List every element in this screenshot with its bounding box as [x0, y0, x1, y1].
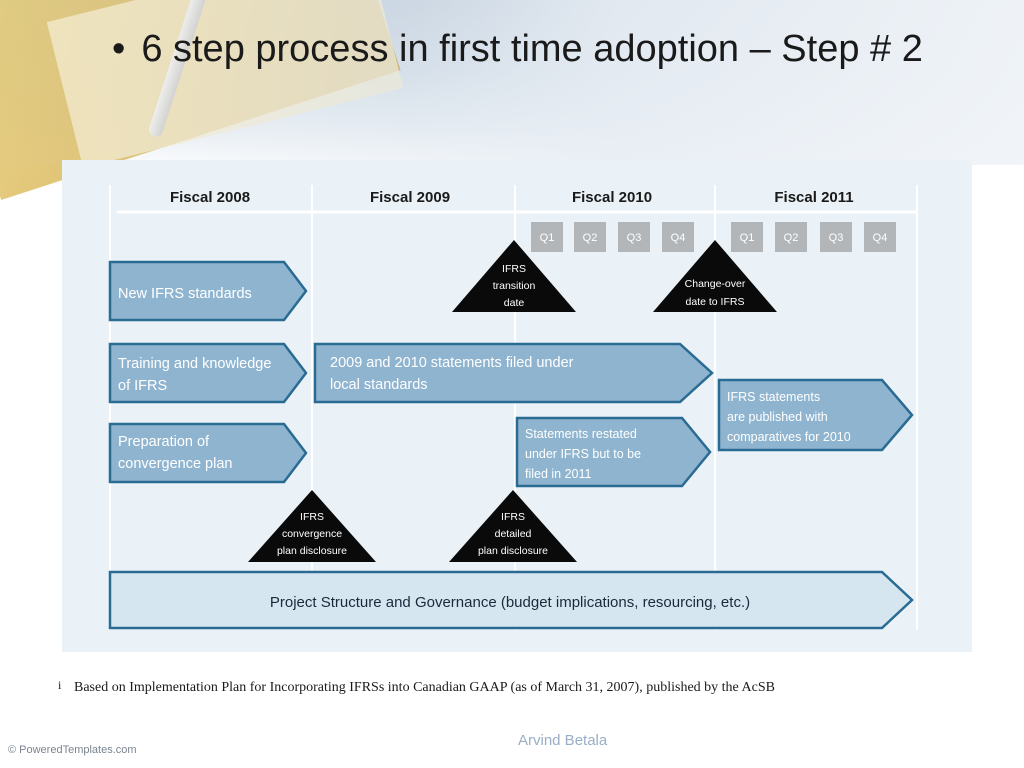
ifrs-convergence-plan-disclosure-milestone: [248, 490, 376, 562]
ifrs-detailed-plan-disclosure-milestone: [449, 490, 577, 562]
transition-line-2: transition: [493, 280, 536, 292]
fiscal-2009-label: Fiscal 2009: [370, 189, 450, 206]
restated-line-2: under IFRS but to be: [525, 447, 641, 461]
local-standards-text: 2009 and 2010 statements filed under loca…: [330, 355, 574, 393]
fiscal-2011-label: Fiscal 2011: [774, 189, 853, 206]
training-arrow: [108, 342, 308, 404]
preparation-line-2: convergence plan: [118, 456, 232, 472]
published-line-2: are published with: [727, 410, 828, 424]
new-ifrs-standards-text: New IFRS standards: [118, 286, 252, 302]
caption-text: Based on Implementation Plan for Incorpo…: [74, 680, 775, 695]
quarter-2010-q2: Q2: [583, 232, 598, 244]
caption-mark: i: [58, 678, 62, 692]
change-over-date-milestone: [653, 240, 777, 312]
convergence-milestone-text: IFRS convergence plan disclosure: [277, 511, 347, 557]
ifrs-timeline-figure: Fiscal 2008 Fiscal 2009 Fiscal 2010 Fisc…: [62, 160, 972, 652]
quarter-box-2010-q3: [618, 222, 650, 252]
powered-templates-brand: © PoweredTemplates.com: [8, 744, 137, 756]
preparation-line-1: Preparation of: [118, 434, 210, 450]
detailed-line-2: detailed: [495, 528, 532, 540]
quarter-2010-q1: Q1: [540, 232, 555, 244]
ifrs-timeline-diagram: Fiscal 2008 Fiscal 2009 Fiscal 2010 Fisc…: [108, 185, 918, 630]
detailed-line-3: plan disclosure: [478, 545, 548, 557]
changeover-milestone-text: Change-over date to IFRS: [685, 278, 746, 308]
slide-title: • 6 step process in first time adoption –…: [112, 28, 923, 71]
detailed-milestone-text: IFRS detailed plan disclosure: [478, 511, 548, 557]
detailed-line-1: IFRS: [501, 511, 525, 523]
transition-line-1: IFRS: [502, 263, 526, 275]
restated-line-1: Statements restated: [525, 427, 637, 441]
ifrs-transition-date-milestone: [452, 240, 576, 312]
preparation-arrow: [108, 422, 308, 484]
title-bullet: •: [112, 28, 126, 70]
quarter-2010-q3: Q3: [627, 232, 642, 244]
quarter-box-2011-q1: [731, 222, 763, 252]
author-name: Arvind Betala: [518, 732, 608, 749]
quarter-2011-q2: Q2: [784, 232, 799, 244]
quarter-box-2010-q2: [574, 222, 606, 252]
restated-text: Statements restated under IFRS but to be f…: [525, 427, 641, 481]
new-ifrs-standards-arrow: [108, 260, 308, 322]
changeover-line-2: date to IFRS: [686, 296, 745, 308]
quarter-2010-q4: Q4: [671, 232, 686, 244]
fiscal-2008-label: Fiscal 2008: [170, 189, 250, 206]
local-standards-arrow: [313, 342, 714, 404]
new-ifrs-standards-line-1: New IFRS standards: [118, 286, 252, 302]
quarter-2011-q1: Q1: [740, 232, 755, 244]
local-standards-line-2: local standards: [330, 377, 428, 393]
transition-milestone-text: IFRS transition date: [493, 263, 536, 309]
quarter-box-2010-q4: [662, 222, 694, 252]
convergence-line-1: IFRS: [300, 511, 324, 523]
published-line-3: comparatives for 2010: [727, 430, 851, 444]
local-standards-line-1: 2009 and 2010 statements filed under: [330, 355, 574, 371]
published-text: IFRS statements are published with compara…: [727, 390, 851, 444]
preparation-text: Preparation of convergence plan: [118, 434, 232, 472]
restated-arrow: [515, 416, 712, 488]
title-text: 6 step process in first time adoption – …: [141, 28, 923, 70]
source-caption: i Based on Implementation Plan for Incor…: [58, 678, 964, 696]
project-governance-arrow: [108, 570, 914, 630]
transition-line-3: date: [504, 297, 525, 309]
project-governance-text: Project Structure and Governance (budget…: [270, 594, 750, 611]
changeover-line-1: Change-over: [685, 278, 746, 290]
published-line-1: IFRS statements: [727, 390, 820, 404]
fiscal-2010-label: Fiscal 2010: [572, 189, 652, 206]
header-fade: [0, 0, 1024, 165]
quarter-box-2010-q1: [531, 222, 563, 252]
quarter-box-2011-q4: [864, 222, 896, 252]
convergence-line-3: plan disclosure: [277, 545, 347, 557]
quarter-2011-q4: Q4: [873, 232, 888, 244]
quarter-box-2011-q3: [820, 222, 852, 252]
convergence-line-2: convergence: [282, 528, 342, 540]
quarter-2011-q3: Q3: [829, 232, 844, 244]
training-line-2: of IFRS: [118, 378, 167, 394]
training-text: Training and knowledge of IFRS: [118, 356, 271, 394]
quarter-box-2011-q2: [775, 222, 807, 252]
restated-line-3: filed in 2011: [525, 467, 592, 481]
training-line-1: Training and knowledge: [118, 356, 271, 372]
published-arrow: [717, 378, 914, 452]
